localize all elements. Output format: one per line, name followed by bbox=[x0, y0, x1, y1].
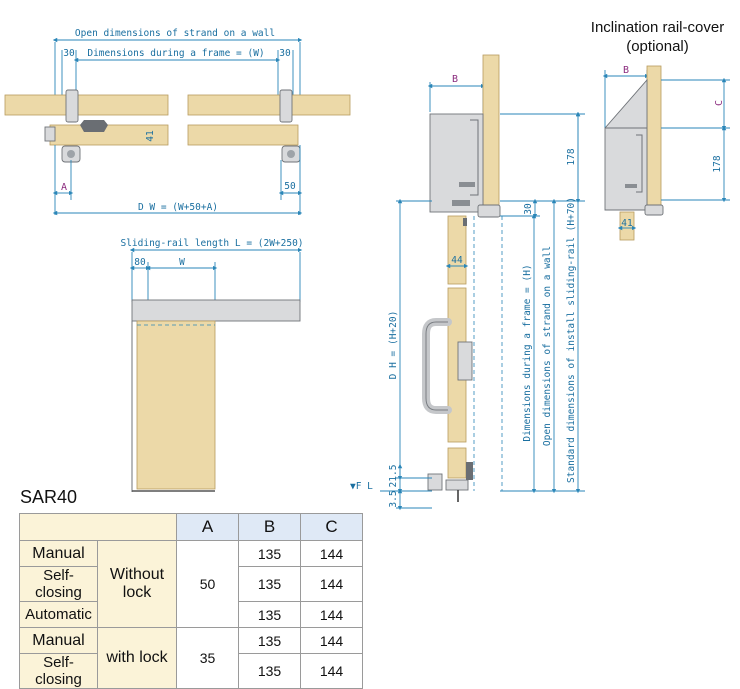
table-row: Manual Without lock 50 135 144 bbox=[19, 540, 363, 628]
type-cell: Self-closing bbox=[19, 566, 98, 602]
type-cell: Manual bbox=[19, 627, 98, 654]
header-a: A bbox=[176, 513, 239, 541]
frame-height-label: Dimensions during a frame = (H) bbox=[522, 264, 533, 441]
type-cell: Automatic bbox=[19, 601, 98, 628]
dh-label: D H = (H+20) bbox=[388, 311, 399, 380]
handle-recess bbox=[80, 120, 108, 132]
spec-table: A B C Manual Without lock 50 135 144 Sel… bbox=[19, 513, 363, 689]
table-row: Self-closing 135 144 bbox=[19, 566, 363, 602]
cover-title-line1: Inclination rail-cover bbox=[590, 19, 725, 36]
door-section-top bbox=[447, 215, 467, 285]
cover-title-line2: (optional) bbox=[626, 38, 689, 55]
rail-bracket-right bbox=[279, 89, 293, 123]
header-b: B bbox=[238, 513, 301, 541]
c-cell: 144 bbox=[300, 601, 363, 628]
cover-title: Inclination rail-cover (optional) bbox=[590, 18, 725, 56]
standard-height-label: Standard dimensions of install sliding-r… bbox=[566, 197, 577, 483]
cover-slot bbox=[625, 184, 637, 188]
plan-view: Open dimensions of strand on a wall 30 3… bbox=[4, 28, 351, 216]
door-handle bbox=[422, 318, 452, 414]
door-edge-cap bbox=[44, 126, 56, 142]
right-wall bbox=[187, 94, 351, 116]
frame-dimensions-label: Dimensions during a frame = (W) bbox=[87, 48, 264, 59]
floor-gap-label: 21.5 bbox=[388, 465, 399, 488]
door-panel-right bbox=[187, 124, 299, 146]
dw-label: D W = (W+50+A) bbox=[138, 202, 218, 213]
sliding-rail bbox=[131, 299, 301, 322]
wall-stud bbox=[482, 54, 500, 211]
floor-guide-plate bbox=[445, 479, 469, 491]
cover-c-label: C bbox=[714, 100, 725, 106]
inclined-cover bbox=[604, 78, 648, 211]
b-cell: 135 bbox=[238, 601, 301, 628]
b-label: B bbox=[452, 74, 458, 85]
door-thickness-label: 44 bbox=[451, 255, 463, 266]
cover-hanger bbox=[644, 204, 664, 216]
door-slot bbox=[463, 218, 467, 226]
left-wall bbox=[4, 94, 169, 116]
right-dimension-label: 50 bbox=[284, 181, 296, 192]
table-header-row: A B C bbox=[19, 513, 363, 541]
lock-body bbox=[457, 341, 473, 381]
rail-elevation: Sliding-rail length L = (2W+250) 80 W bbox=[120, 238, 304, 492]
floor-depth-label: 3.5 bbox=[388, 490, 399, 507]
door-handle-outline bbox=[425, 321, 448, 411]
a-cell: 35 bbox=[176, 627, 239, 689]
rail-box bbox=[429, 113, 484, 213]
table-row: Manual with lock 35 135 144 bbox=[19, 627, 363, 689]
cover-depth-label: 41 bbox=[621, 218, 633, 229]
cover-178-label: 178 bbox=[712, 155, 723, 172]
lock-cell: Without lock bbox=[97, 540, 177, 628]
cover-rail-profile bbox=[636, 134, 643, 193]
type-cell: Manual bbox=[19, 540, 98, 567]
door-section-bottom bbox=[447, 447, 467, 479]
rail-slot bbox=[452, 200, 470, 206]
floor-guide bbox=[427, 473, 443, 491]
rail-w-label: W bbox=[179, 257, 185, 268]
floor-level-label: ▼F L bbox=[350, 481, 373, 492]
table-row: Automatic 135 144 bbox=[19, 601, 363, 628]
model-title: SAR40 bbox=[20, 487, 78, 507]
c-cell: 144 bbox=[300, 627, 363, 654]
door-stopper bbox=[466, 462, 473, 480]
b-cell: 135 bbox=[238, 627, 301, 654]
open-height-label: Open dimensions of strand on a wall bbox=[542, 246, 553, 446]
type-cell: Self-closing bbox=[19, 653, 98, 689]
a-cell: 50 bbox=[176, 540, 239, 628]
c-cell: 144 bbox=[300, 653, 363, 689]
rail-profile bbox=[470, 119, 479, 196]
roller-icon bbox=[287, 150, 295, 158]
side-section: B 44 178 30 bbox=[350, 54, 585, 511]
header-c: C bbox=[300, 513, 363, 541]
open-dimensions-label: Open dimensions of strand on a wall bbox=[75, 28, 275, 39]
left-offset-label: 30 bbox=[63, 48, 75, 59]
cover-wall-stud bbox=[646, 65, 662, 213]
rail-offset-label: 80 bbox=[134, 257, 146, 268]
cover-b-label: B bbox=[623, 65, 629, 76]
rail-length-label: Sliding-rail length L = (2W+250) bbox=[120, 238, 303, 249]
height-178-label: 178 bbox=[566, 148, 577, 165]
depth-label: 41 bbox=[145, 130, 156, 142]
c-cell: 144 bbox=[300, 566, 363, 602]
lock-cell: with lock bbox=[97, 627, 177, 689]
cover-diagram: B 41 C 178 bbox=[602, 65, 730, 241]
b-cell: 135 bbox=[238, 540, 301, 567]
b-cell: 135 bbox=[238, 566, 301, 602]
header-blank bbox=[19, 513, 177, 541]
rail-bracket-left bbox=[65, 89, 79, 123]
hanger-bracket bbox=[477, 204, 501, 218]
roller-icon bbox=[67, 150, 75, 158]
a-label: A bbox=[61, 182, 67, 193]
b-cell: 135 bbox=[238, 653, 301, 689]
door-elevation bbox=[136, 320, 216, 490]
rail-slot bbox=[459, 182, 475, 187]
right-offset-label: 30 bbox=[279, 48, 291, 59]
gap-30-label: 30 bbox=[523, 203, 534, 215]
c-cell: 144 bbox=[300, 540, 363, 567]
